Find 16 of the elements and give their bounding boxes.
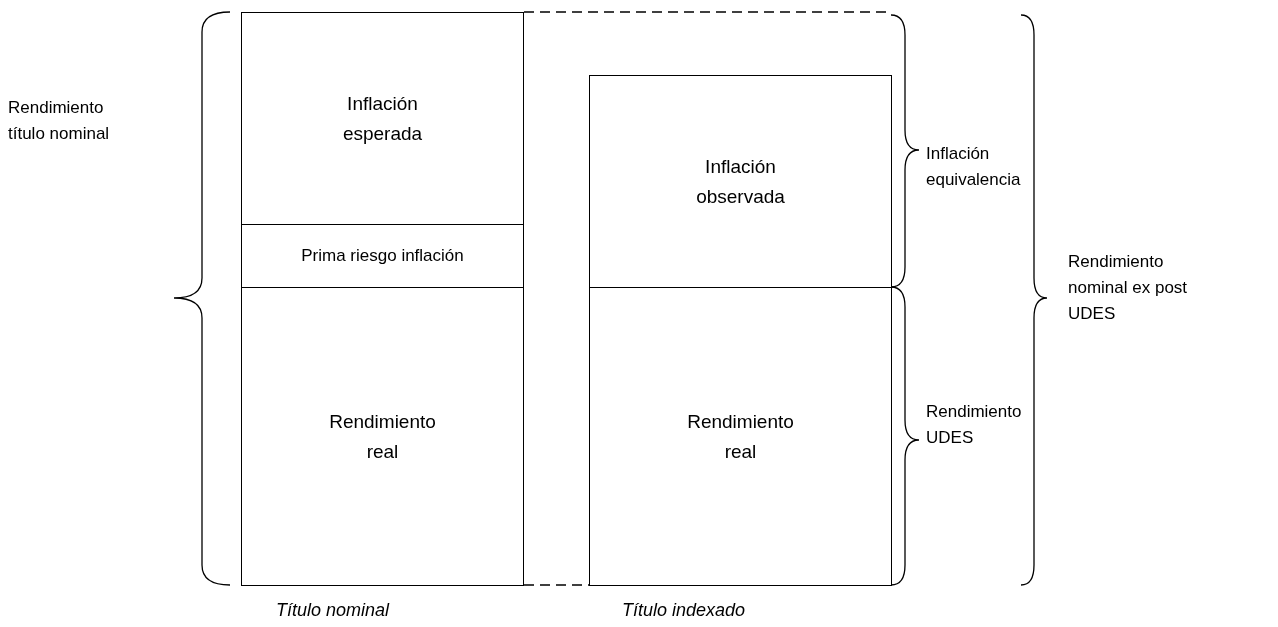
brace-label: Inflación equivalencia [926,143,1022,191]
column-caption: Título indexado [622,599,746,622]
brace-label: Rendimiento UDES [926,401,1023,449]
box-text: Rendimiento real [328,409,437,464]
box-text: Inflación esperada [341,91,424,146]
column-caption: Título nominal [276,599,390,622]
box-text: Rendimiento real [686,409,795,464]
text-box [241,224,524,288]
brace-label: Rendimiento título nominal [8,97,111,145]
text-box [589,75,892,288]
brace-label: Rendimiento nominal ex post UDES [1068,251,1189,325]
box-text: Inflación observada [695,154,786,209]
text-box [241,287,524,586]
box-text: Prima riesgo inflación [301,245,464,267]
text-box [589,287,892,586]
text-box [241,12,524,225]
